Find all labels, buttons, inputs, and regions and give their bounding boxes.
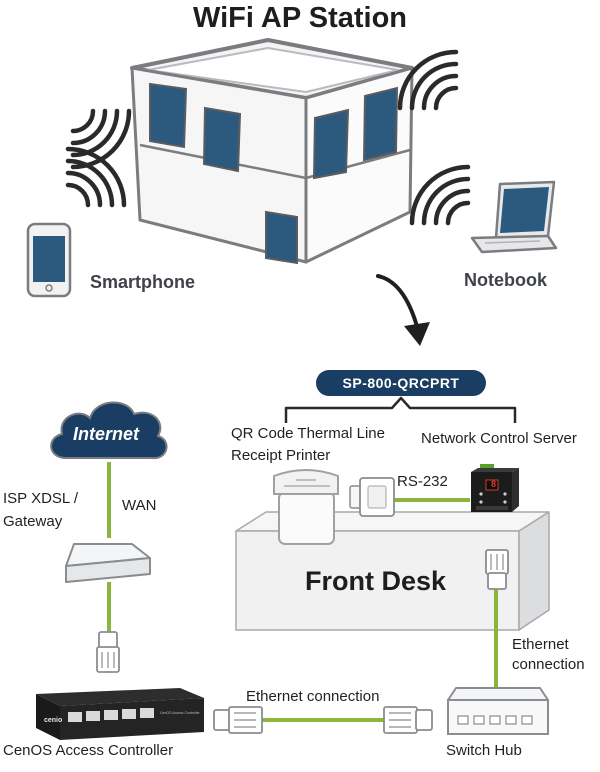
rj45-plug-desk-icon: [485, 549, 509, 590]
model-badge: SP-800-QRCPRT: [316, 370, 486, 396]
isp-gateway-label-line1: ISP XDSL /: [3, 490, 79, 507]
wifi-signal-right-bottom-icon: [409, 164, 471, 226]
controller-brand-text: cenio: [44, 717, 62, 724]
page-title: WiFi AP Station: [192, 2, 408, 34]
rs232-connector-icon: [349, 477, 395, 517]
flow-arrow-icon: [376, 274, 430, 346]
wifi-ap-station-building: [130, 38, 414, 265]
smartphone-icon: [26, 222, 72, 298]
rj45-plug-bottom-right-icon: [383, 706, 433, 734]
wan-label: WAN: [122, 497, 157, 514]
cenos-controller-label: CenOS Access Controller: [3, 742, 174, 759]
wifi-signal-right-top-icon: [397, 49, 459, 111]
cenos-access-controller-icon: cenio CenOS Access Controller: [36, 688, 204, 740]
notebook-label: Notebook: [464, 270, 547, 290]
isp-gateway-label-line2: Gateway: [3, 513, 63, 530]
server-display-digit: 8: [491, 479, 497, 489]
network-server-label: Network Control Server: [421, 430, 577, 447]
ethernet-connection-vertical-line2: connection: [512, 656, 585, 673]
controller-panel-text: CenOS Access Controller: [160, 711, 201, 715]
ethernet-connection-vertical-line1: Ethernet: [512, 636, 569, 653]
network-links: [107, 462, 498, 722]
switch-hub-icon: [447, 687, 549, 735]
front-desk-label: Front Desk: [305, 566, 447, 596]
notebook-icon: [470, 180, 558, 254]
wifi-signal-left-bottom-icon: [65, 146, 127, 208]
rj45-plug-left-icon: [96, 631, 120, 673]
internet-cloud-icon: [50, 401, 168, 460]
switch-hub-label: Switch Hub: [446, 742, 522, 759]
smartphone-label: Smartphone: [90, 272, 196, 292]
isp-gateway-router-icon: [65, 543, 151, 583]
internet-label: Internet: [73, 424, 140, 444]
printer-label-line2: Receipt Printer: [231, 447, 331, 464]
receipt-printer-icon: [273, 469, 339, 545]
rj45-plug-bottom-left-icon: [213, 706, 263, 734]
model-bracket: [284, 396, 517, 423]
network-control-server-icon: [471, 464, 519, 512]
printer-label-line1: QR Code Thermal Line: [231, 425, 385, 442]
rs232-label: RS-232: [397, 473, 448, 490]
ethernet-connection-horizontal-label: Ethernet connection: [246, 688, 380, 705]
